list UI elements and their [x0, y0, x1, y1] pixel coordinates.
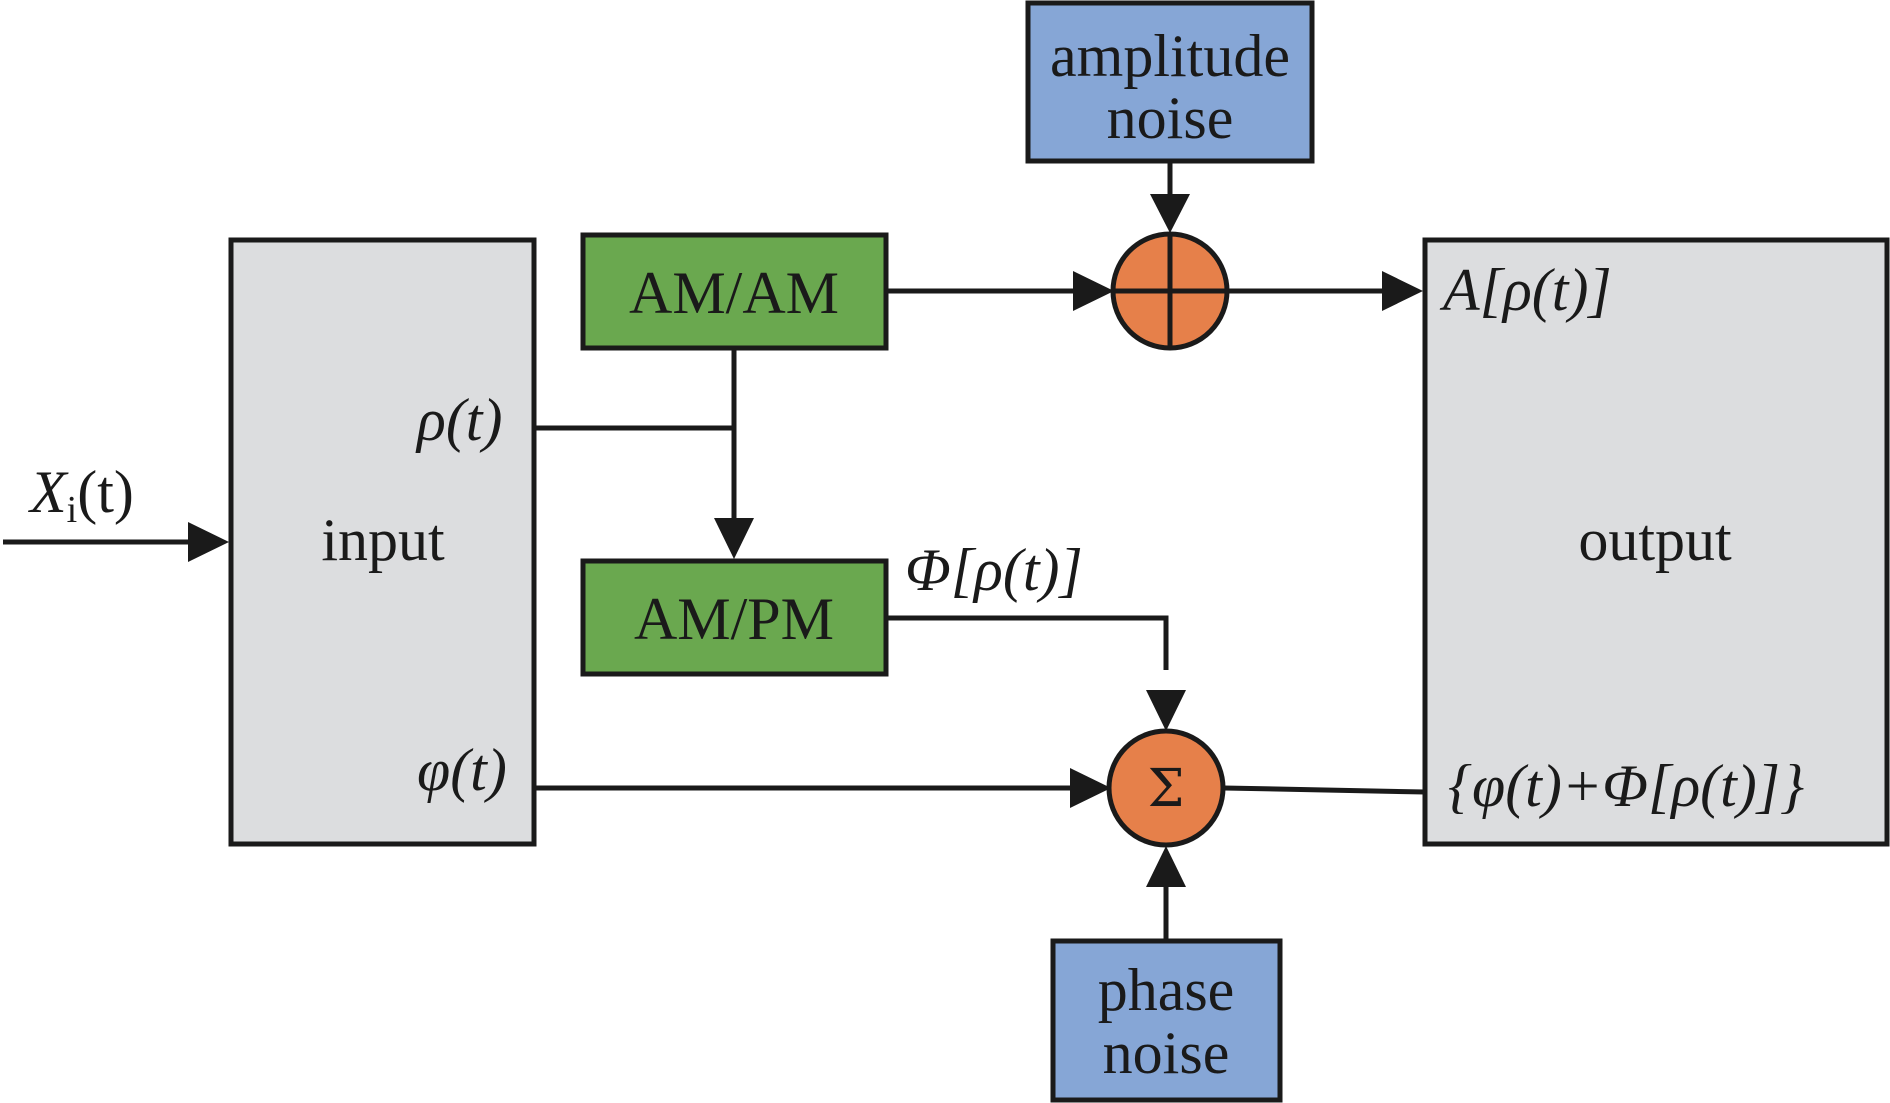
am-pm-block: AM/PM: [580, 558, 889, 677]
input-block-label: input: [321, 507, 445, 573]
label-phi: φ(t): [417, 737, 507, 803]
label-amplitude-output-sym: A: [1439, 257, 1480, 323]
label-ampm-output-sym: Φ: [905, 537, 951, 603]
input-block-rect: [228, 237, 537, 847]
connections: [3, 161, 1426, 941]
amplitude-noise-block: amplitude noise: [1025, 0, 1315, 164]
am-pm-label: AM/PM: [634, 586, 834, 652]
adder-node: [1110, 231, 1230, 351]
arrow-head-sum-left: [1070, 768, 1111, 808]
label-phase-output: {φ(t)+Φ[ρ(t)]}: [1448, 753, 1804, 819]
phase-noise-label-line1: phase: [1098, 957, 1235, 1023]
phase-noise-label-line2: noise: [1103, 1020, 1230, 1086]
label-ampm-output: Φ[ρ(t)]: [905, 537, 1083, 603]
sigma-symbol: Σ: [1148, 759, 1185, 819]
phase-noise-rect: [1050, 938, 1283, 1103]
label-rho-sym: ρ: [415, 387, 446, 453]
arrow-head-input: [188, 522, 229, 562]
input-block: input: [228, 237, 537, 847]
label-input-signal-sub: i: [67, 489, 78, 531]
sum-node: Σ: [1106, 728, 1226, 848]
sum-circle: [1106, 728, 1226, 848]
label-phi-arg: (t): [450, 737, 507, 803]
am-pm-rect: [580, 558, 889, 677]
amplitude-noise-label-line2: noise: [1107, 85, 1234, 151]
output-block-rect: [1422, 237, 1890, 847]
label-input-signal: Xi(t): [28, 459, 134, 531]
arrow-head-ampm-top: [714, 518, 754, 559]
wire-sum-to-output: [1223, 785, 1426, 795]
arrow-head-output-top: [1382, 271, 1423, 311]
am-am-label: AM/AM: [629, 260, 839, 326]
arrow-head-sum-top: [1146, 690, 1186, 731]
label-amplitude-output-rest: [ρ(t)]: [1480, 257, 1612, 323]
label-input-signal-arg: (t): [77, 459, 134, 525]
output-block-label: output: [1578, 507, 1732, 573]
label-input-signal-main: X: [28, 459, 69, 525]
arrow-head-adder-left: [1073, 271, 1114, 311]
amplitude-noise-rect: [1025, 0, 1315, 164]
am-am-block: AM/AM: [580, 232, 889, 351]
arrow-head-sum-bottom: [1146, 846, 1186, 887]
output-block: output: [1422, 237, 1890, 847]
label-rho-arg: (t): [446, 387, 503, 453]
phase-noise-block: phase noise: [1050, 938, 1283, 1103]
wire-ampm-to-sum: [886, 615, 1169, 670]
label-phi-sym: φ: [417, 737, 450, 803]
label-rho: ρ(t): [415, 387, 502, 453]
arrow-head-adder-top: [1150, 194, 1190, 233]
label-ampm-output-rest: [ρ(t)]: [951, 537, 1083, 603]
label-amplitude-output: A[ρ(t)]: [1439, 257, 1612, 323]
amplitude-noise-label-line1: amplitude: [1050, 23, 1290, 89]
